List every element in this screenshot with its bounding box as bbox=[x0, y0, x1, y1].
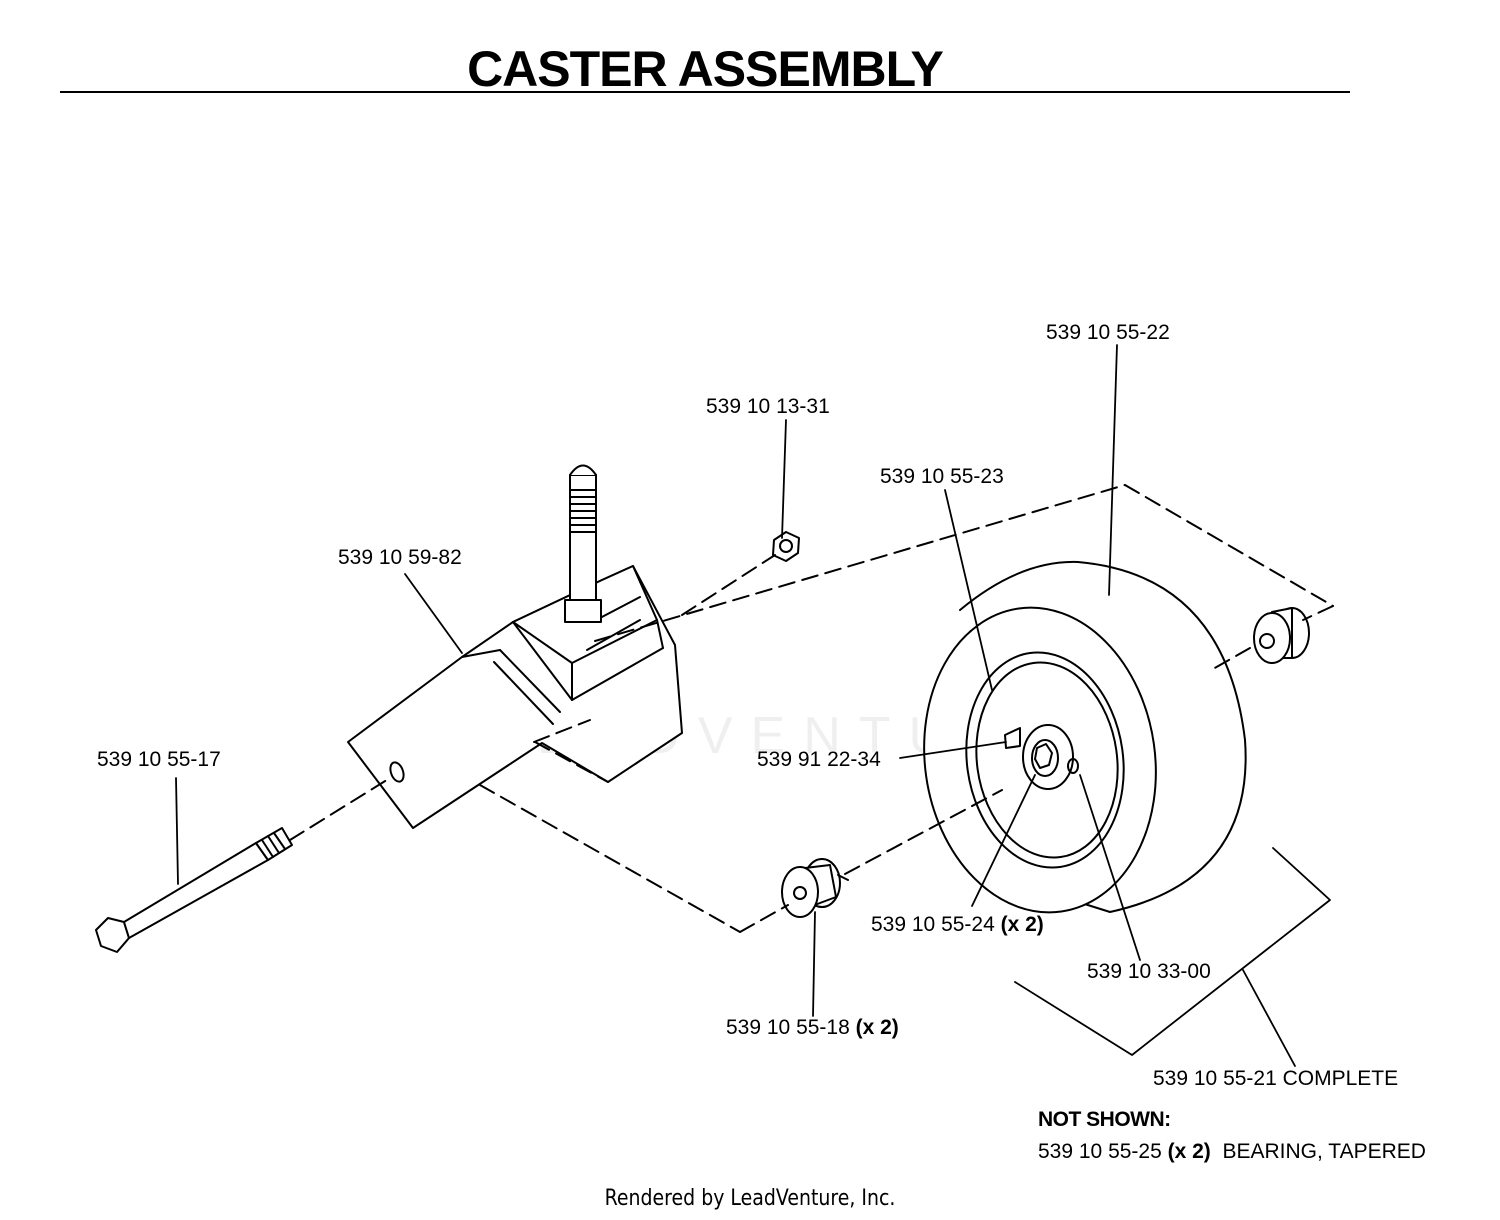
not-shown-item: 539 10 55-25 (x 2) BEARING, TAPERED bbox=[1038, 1140, 1426, 1164]
callout-label: 539 10 55-18 (x 2) bbox=[726, 1016, 899, 1039]
hex-nut bbox=[772, 531, 800, 562]
not-shown-description: BEARING, TAPERED bbox=[1222, 1140, 1426, 1163]
page-title: CASTER ASSEMBLY bbox=[467, 41, 944, 97]
footer-credit: Rendered by LeadVenture, Inc. bbox=[604, 1186, 896, 1211]
kingpin-stud bbox=[564, 464, 602, 623]
caster-fork-bracket bbox=[347, 565, 683, 829]
callout-label: 539 10 13-31 bbox=[706, 395, 830, 418]
callout-label: 539 10 33-00 bbox=[1087, 960, 1211, 983]
callout-label: 539 10 55-24 (x 2) bbox=[871, 913, 1044, 936]
assembly-dashed-lines bbox=[289, 484, 1334, 933]
not-shown-qty: (x 2) bbox=[1167, 1140, 1211, 1163]
title-underline bbox=[60, 91, 1350, 93]
leader-lines bbox=[175, 344, 1331, 1067]
callout-label: 539 10 59-82 bbox=[338, 546, 462, 569]
caster-wheel bbox=[923, 560, 1247, 914]
not-shown-part: 539 10 55-25 bbox=[1038, 1140, 1162, 1163]
callout-label: 539 10 55-17 bbox=[97, 748, 221, 771]
callout-label: 539 10 55-23 bbox=[880, 465, 1004, 488]
callout-label: 539 10 55-21 COMPLETE bbox=[1153, 1067, 1399, 1090]
callout-label: 539 91 22-34 bbox=[757, 748, 881, 771]
callout-label: 539 10 55-22 bbox=[1046, 321, 1170, 344]
not-shown-heading: NOT SHOWN: bbox=[1038, 1108, 1171, 1131]
wheel-spacer-left bbox=[781, 858, 849, 918]
wheel-spacer-right bbox=[1253, 607, 1310, 664]
axle-bolt bbox=[95, 827, 293, 953]
